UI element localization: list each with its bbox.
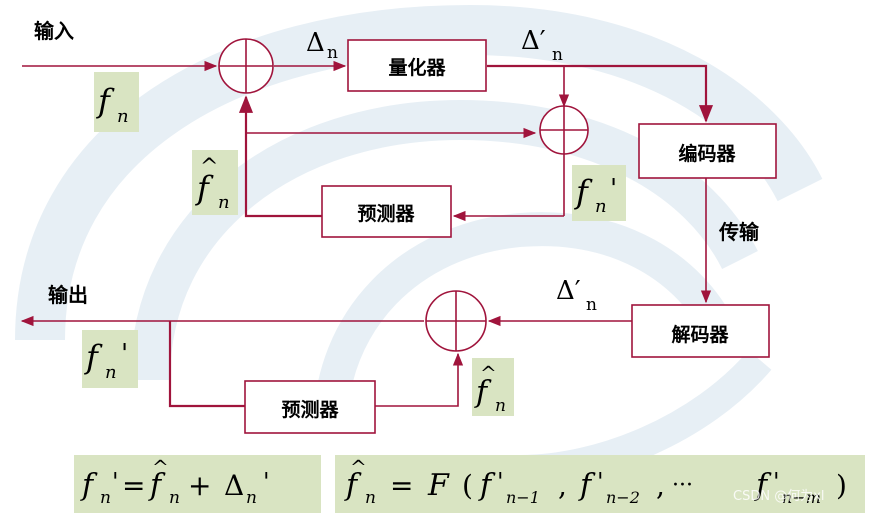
predictor-bottom-block: 预测器 — [244, 380, 376, 434]
predictor-top-label: 预测器 — [357, 203, 415, 225]
fhat-n-top-label: ^ f n — [192, 150, 238, 215]
background-swirl — [15, 4, 823, 485]
svg-text:': ' — [112, 468, 119, 496]
predictor-bottom-out-line — [375, 352, 464, 407]
svg-text:n: n — [552, 45, 563, 65]
decoder-label: 解码器 — [671, 323, 729, 346]
svg-text:F: F — [427, 468, 450, 503]
svg-text:^: ^ — [200, 155, 218, 180]
svg-text:n: n — [117, 106, 129, 127]
svg-text:n: n — [105, 362, 117, 383]
svg-text:n: n — [100, 488, 111, 508]
adder-bottom — [425, 290, 487, 352]
fn-input-label: f n — [94, 72, 139, 132]
input-label: 输入 — [34, 19, 74, 43]
fn-prime-output-label: f n ' — [82, 330, 138, 388]
delta-prime-n-label-bottom: Δ′ n — [556, 276, 597, 315]
quantizer-block: 量化器 — [347, 39, 487, 92]
predictor-top-out-line — [238, 95, 322, 218]
svg-text:Δ′: Δ′ — [521, 26, 546, 56]
transmit-label: 传输 — [718, 220, 760, 244]
svg-text:(: ( — [462, 469, 473, 502]
svg-text:': ' — [773, 468, 780, 496]
predictor-bottom-label: 预测器 — [281, 399, 339, 421]
svg-text:Δ: Δ — [224, 469, 244, 502]
svg-text:n: n — [327, 43, 338, 63]
svg-text:n: n — [495, 396, 506, 416]
fn-prime-top-label: f n ' — [572, 165, 626, 221]
svg-text:,: , — [558, 469, 567, 502]
svg-text:n: n — [218, 192, 230, 213]
svg-text:n: n — [365, 488, 376, 508]
svg-text:n: n — [586, 295, 597, 315]
svg-text:n: n — [169, 488, 180, 508]
adder-top-right — [539, 105, 589, 155]
svg-text:n−1: n−1 — [506, 488, 540, 507]
svg-text:=: = — [122, 469, 145, 502]
svg-text:=: = — [390, 469, 413, 502]
fhat-n-bottom-label: ^ f n — [472, 358, 514, 416]
encoder-label: 编码器 — [678, 142, 736, 165]
formula-right: ^ f n = F ( f ' n−1 , f ' n−2 , ··· f ' … — [335, 455, 865, 513]
svg-text:n: n — [246, 488, 257, 508]
svg-text:': ' — [121, 339, 128, 369]
signal-lines — [20, 60, 714, 408]
watermark: CSDN @何为xl — [733, 488, 825, 504]
decoder-block: 解码器 — [631, 304, 770, 358]
svg-text:n−2: n−2 — [606, 488, 640, 507]
formula-left: f n ' = ^ f n + Δ n ' — [74, 455, 321, 513]
svg-text:Δ′: Δ′ — [556, 276, 581, 306]
svg-text:+: + — [188, 469, 211, 502]
svg-text:': ' — [263, 468, 270, 496]
delta-prime-n-label-top: Δ′ n — [521, 26, 563, 65]
adder-top-left — [218, 38, 274, 94]
svg-text:,: , — [656, 469, 665, 502]
predictor-top-block: 预测器 — [321, 185, 452, 238]
quantizer-label: 量化器 — [388, 56, 446, 79]
output-to-predictor-line — [168, 321, 245, 408]
svg-text:n−m: n−m — [782, 488, 821, 507]
svg-text:): ) — [836, 469, 847, 502]
svg-text:': ' — [597, 468, 604, 496]
svg-text:···: ··· — [672, 473, 693, 498]
svg-text:n: n — [595, 196, 607, 217]
quantizer-to-encoder-line — [487, 64, 714, 123]
encoder-block: 编码器 — [638, 123, 777, 179]
svg-text:^: ^ — [480, 361, 497, 385]
svg-text:Δ: Δ — [306, 28, 325, 58]
output-label: 输出 — [48, 283, 88, 307]
svg-text:^: ^ — [152, 455, 169, 479]
svg-text:': ' — [610, 174, 617, 204]
delta-n-label: Δ n — [306, 28, 338, 63]
svg-text:^: ^ — [350, 455, 367, 479]
svg-text:': ' — [497, 468, 504, 496]
